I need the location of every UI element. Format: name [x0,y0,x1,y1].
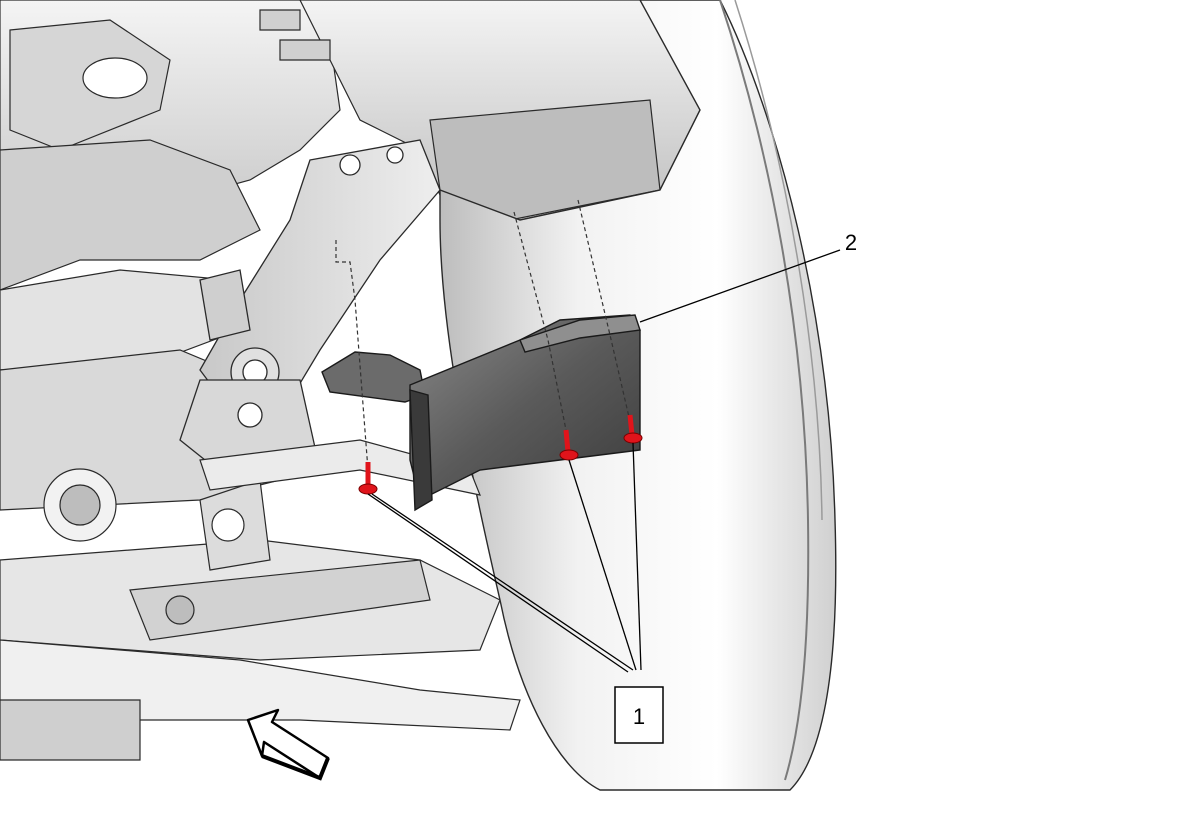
callout-1-box [614,686,664,744]
leader-line-1b [568,459,637,671]
callout-1: 1 [614,686,664,744]
callout-2: 2 [845,230,857,255]
leader-line-1a-outline [371,493,634,671]
control-arm [179,139,441,481]
leader-line-2 [639,249,841,323]
leader-line-1c [632,442,642,671]
callout-1-label: 1 [633,704,645,729]
splash-shield [321,314,641,512]
callout-2-label: 2 [845,230,857,255]
direction-arrow-icon [246,708,330,781]
leader-lines [367,249,841,673]
leader-line-1a [367,493,629,673]
install-paths [335,199,633,471]
